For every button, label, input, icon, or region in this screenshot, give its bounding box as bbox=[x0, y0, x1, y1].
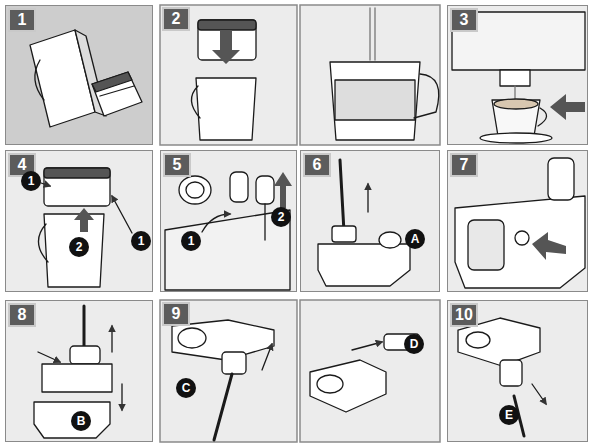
ring-part bbox=[317, 375, 343, 393]
step-panel: 3 bbox=[447, 5, 588, 145]
callout-marker: D bbox=[404, 334, 424, 354]
callout-marker: C bbox=[176, 378, 196, 398]
panel-frame bbox=[160, 300, 297, 442]
step-panel: 1 bbox=[5, 5, 153, 145]
callout-letter: 1 bbox=[188, 235, 195, 247]
frother-part bbox=[310, 360, 386, 412]
callout-letter: C bbox=[182, 382, 191, 394]
block-arrow bbox=[212, 30, 240, 64]
callout-marker: 1 bbox=[181, 231, 201, 251]
callout-marker: E bbox=[499, 405, 519, 425]
pointer-arrow bbox=[262, 344, 272, 370]
container-window bbox=[335, 80, 415, 120]
container-handle bbox=[414, 74, 439, 118]
callout-letter: D bbox=[410, 338, 419, 350]
callout-marker: A bbox=[405, 229, 425, 249]
milk-tube bbox=[214, 374, 232, 440]
step-number: 5 bbox=[163, 153, 191, 177]
step-panel: 4121 bbox=[5, 150, 153, 292]
step-number: 10 bbox=[450, 303, 478, 327]
callout-marker: 2 bbox=[69, 237, 89, 257]
step-panel: 10E bbox=[447, 300, 588, 442]
step-panel: 6A bbox=[300, 150, 440, 292]
tube-connector bbox=[222, 352, 246, 374]
milk-container bbox=[330, 62, 420, 140]
panel-frame bbox=[300, 300, 440, 442]
callout-marker: 1 bbox=[131, 231, 151, 251]
step-panel: 7 bbox=[447, 150, 588, 292]
step-panel: 2 bbox=[160, 5, 440, 145]
ring-part bbox=[178, 328, 206, 348]
step-number: 9 bbox=[162, 302, 190, 326]
container-handle bbox=[191, 86, 200, 118]
step-number: 3 bbox=[450, 8, 478, 32]
step-number: 1 bbox=[8, 8, 36, 32]
water-stream bbox=[369, 8, 370, 60]
step-panel: 8B bbox=[5, 300, 153, 442]
callout-letter: 1 bbox=[138, 235, 145, 247]
callout-letter: E bbox=[505, 409, 513, 421]
step-panel: 5 1 2 bbox=[160, 150, 297, 292]
milk-container bbox=[196, 78, 256, 140]
callout-letter: 2 bbox=[76, 241, 83, 253]
callout-marker: B bbox=[71, 411, 91, 431]
callout-marker: 2 bbox=[271, 207, 291, 227]
water-stream bbox=[374, 8, 375, 60]
callout-letter: B bbox=[77, 415, 86, 427]
callout-marker: 1 bbox=[21, 171, 41, 191]
milk-lid bbox=[198, 20, 256, 60]
step-panel: 9C D bbox=[160, 300, 440, 442]
callout-letter: 2 bbox=[278, 211, 285, 223]
step-number: 8 bbox=[8, 303, 36, 327]
pointer-arrow bbox=[352, 342, 382, 350]
step-number: 6 bbox=[303, 153, 331, 177]
frother-part bbox=[172, 320, 274, 360]
lid-top bbox=[198, 20, 256, 30]
step-number: 7 bbox=[450, 153, 478, 177]
panel-frame bbox=[300, 5, 440, 145]
callout-letter: 1 bbox=[28, 175, 35, 187]
panel-frame bbox=[160, 5, 297, 145]
step-number: 2 bbox=[162, 7, 190, 31]
callout-letter: A bbox=[411, 233, 420, 245]
